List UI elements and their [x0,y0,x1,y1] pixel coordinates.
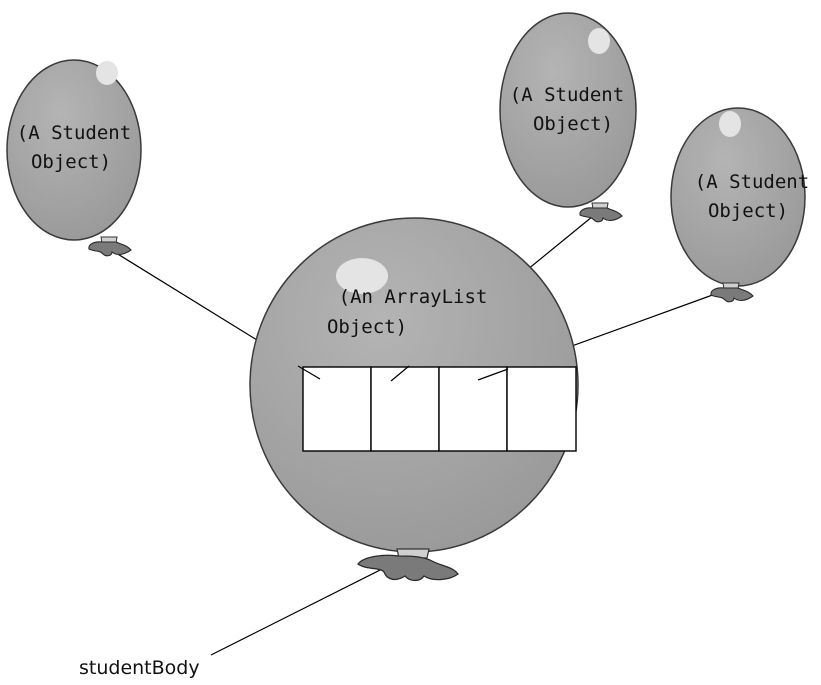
variable-label: studentBody [79,657,200,679]
balloon-knot-bow [357,554,459,582]
variable-string [210,563,393,656]
reference-end-right [477,368,509,381]
student-right-label-line2: Object) [708,200,788,222]
reference-end-top [390,365,410,382]
student-left-label-line2: Object) [31,151,111,173]
balloon-highlight [96,61,118,85]
arraylist-cells [302,366,577,452]
balloon-highlight [719,111,741,137]
balloon-highlight [588,28,610,54]
arraylist-label-line1: (An ArrayList [339,286,488,308]
student-balloon-left: (A Student Object) [6,59,142,257]
student-top-label-line2: Object) [533,113,613,135]
student-balloon-right: (A Student Object) [670,107,809,303]
student-left-label-line1: (A Student [17,122,131,144]
student-right-label-line1: (A Student [695,171,809,193]
reference-end-left [297,365,321,380]
array-cell [506,366,577,452]
array-cell [438,366,508,452]
balloon-knot-bow [88,241,132,257]
balloon-knot-bow [579,207,623,223]
arraylist-label-line2: Object) [327,316,407,338]
student-top-label-line1: (A Student [510,84,624,106]
student-balloon-top: (A Student Object) [499,12,637,223]
array-cell [302,366,372,452]
balloon-highlight [336,258,388,294]
array-cell [370,366,440,452]
balloon-knot-bow [710,287,754,303]
